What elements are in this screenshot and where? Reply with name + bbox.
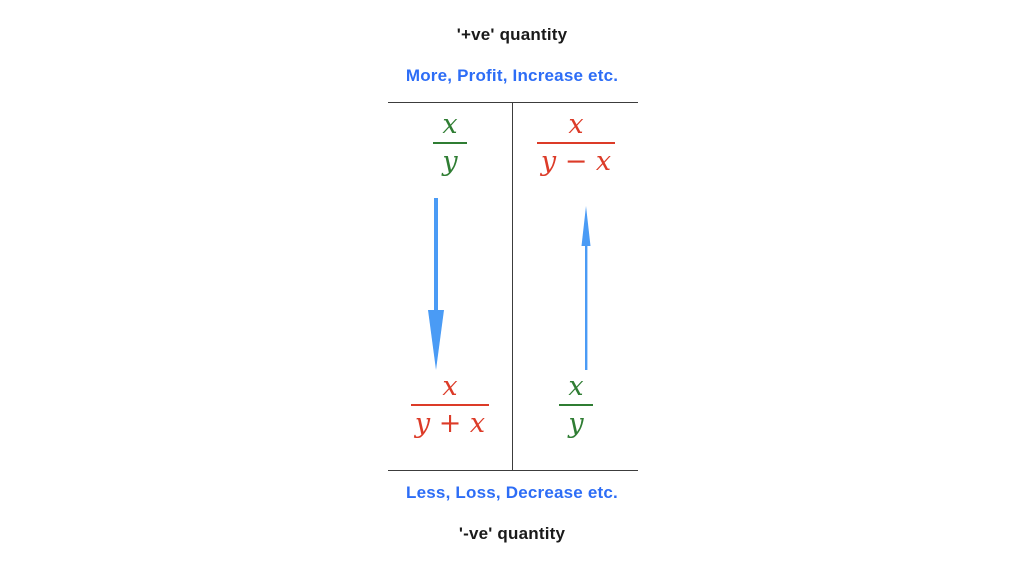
fraction-x-over-y-top: x y: [433, 108, 467, 178]
fraction-denominator: y: [442, 146, 458, 177]
top-divider-line: [388, 102, 638, 103]
fraction-bar: [433, 142, 467, 144]
fraction-denominator: y: [568, 408, 584, 439]
cell-bottom-left: x y + x: [388, 370, 512, 440]
fraction-x-over-y-minus-x: x y − x: [536, 108, 616, 178]
fraction-numerator: x: [442, 109, 458, 140]
fraction-numerator: x: [568, 371, 584, 402]
diagram-frame: x y x y − x x y + x x y: [388, 102, 638, 471]
negative-keywords-label: Less, Loss, Decrease etc.: [406, 483, 618, 502]
fraction-bar: [559, 404, 593, 406]
cell-top-left: x y: [388, 108, 512, 178]
fraction-x-over-y-plus-x: x y + x: [410, 370, 490, 440]
fraction-x-over-y-bottom: x y: [559, 370, 593, 440]
fraction-denominator: y − x: [540, 146, 612, 177]
bottom-divider-line: [388, 470, 638, 471]
cell-top-right: x y − x: [514, 108, 638, 178]
fraction-bar: [536, 142, 616, 144]
positive-quantity-label: '+ve' quantity: [456, 25, 568, 44]
positive-keywords-label: More, Profit, Increase etc.: [405, 66, 619, 85]
fraction-bar: [410, 404, 490, 406]
negative-quantity-label: '-ve' quantity: [458, 524, 566, 543]
fraction-denominator: y + x: [414, 408, 486, 439]
up-arrow-icon: [581, 206, 591, 370]
down-arrow-icon: [428, 198, 444, 370]
vertical-divider-line: [512, 102, 513, 470]
cell-bottom-right: x y: [514, 370, 638, 440]
fraction-numerator: x: [442, 371, 458, 402]
fraction-numerator: x: [568, 109, 584, 140]
